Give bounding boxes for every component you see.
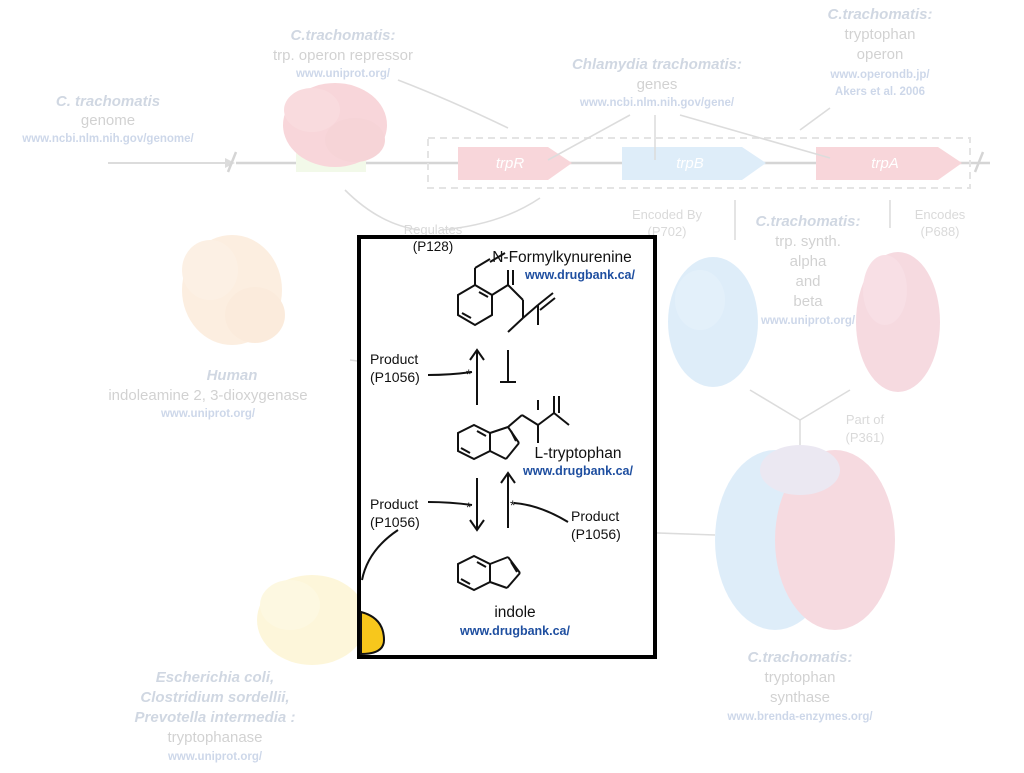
ct-synth-sub-l1: trp. synth. xyxy=(775,233,841,250)
ct-synth-sub-l2: alpha xyxy=(790,253,827,270)
gene-trpR[interactable]: trpR xyxy=(458,147,572,180)
gene-trpA-label: trpA xyxy=(871,155,899,172)
nfk-link[interactable]: www.drugbank.ca/ xyxy=(524,268,636,282)
ct-synthase-title: C.trachomatis: xyxy=(747,649,852,666)
ct-operon-title: C.trachomatis: xyxy=(827,6,932,23)
ct-synth-sub-l4: beta xyxy=(793,293,823,310)
p3-label: Product xyxy=(571,508,619,524)
trp-name: L-tryptophan xyxy=(534,445,621,462)
chl-genes-title: Chlamydia trachomatis: xyxy=(572,56,742,73)
trp-structure xyxy=(457,396,570,461)
synth-subunit-blobs xyxy=(668,252,940,392)
tryptophanase-edge xyxy=(361,529,399,581)
ct-repressor-sub: trp. operon repressor xyxy=(273,47,413,64)
human-sub: indoleamine 2, 3-dioxygenase xyxy=(108,387,307,404)
background-network: trpR trpB trpA C. trachomatis xyxy=(21,6,990,763)
ct-operon-ref[interactable]: Akers et al. 2006 xyxy=(835,86,925,98)
ecoli-l2: Clostridium sordellii, xyxy=(140,689,289,706)
p1-label: Product xyxy=(370,351,418,367)
ct-synthase-link[interactable]: www.brenda-enzymes.org/ xyxy=(726,711,873,723)
encoded-by-label: Encoded By xyxy=(632,207,703,222)
ct-operon-sub2: operon xyxy=(857,46,904,63)
part-of-id: (P361) xyxy=(845,430,884,445)
gene-trpB[interactable]: trpB xyxy=(622,147,766,180)
ct-synthase-sub1: tryptophan xyxy=(765,669,836,686)
human-title: Human xyxy=(207,367,258,384)
gene-trpB-label: trpB xyxy=(676,155,704,172)
tryptophanase-blob xyxy=(257,575,367,665)
genome-line xyxy=(108,137,990,189)
encodes-id: (P688) xyxy=(920,224,959,239)
catalysis-mark-2: * xyxy=(466,499,472,515)
human-link[interactable]: www.uniprot.org/ xyxy=(160,408,256,420)
gene-trpA[interactable]: trpA xyxy=(816,147,962,180)
catalysis-mark-3: * xyxy=(510,497,516,513)
chl-genes-sub: genes xyxy=(637,76,678,93)
ecoli-link[interactable]: www.uniprot.org/ xyxy=(167,751,263,763)
regulates-id: (P128) xyxy=(413,239,454,254)
ct-genome-link[interactable]: www.ncbi.nlm.nih.gov/genome/ xyxy=(21,133,194,145)
chl-genes-link[interactable]: www.ncbi.nlm.nih.gov/gene/ xyxy=(579,97,735,109)
ct-operon-link[interactable]: www.operondb.jp/ xyxy=(829,69,930,81)
ct-synth-sub-title: C.trachomatis: xyxy=(755,213,860,230)
ct-repressor-link[interactable]: www.uniprot.org/ xyxy=(295,68,391,80)
regulates-label: Regulates xyxy=(404,222,463,237)
ecoli-l1: Escherichia coli, xyxy=(156,669,274,686)
gene-trpR-label: trpR xyxy=(496,155,525,172)
background-edges xyxy=(344,79,891,536)
nfk-name: N-Formylkynurenine xyxy=(492,249,632,266)
ecoli-l3: Prevotella intermedia : xyxy=(135,709,296,726)
ct-synth-sub-link[interactable]: www.uniprot.org/ xyxy=(760,315,856,327)
synthase-complex-blob xyxy=(715,445,895,630)
focus-panel: (P128) N-Formylkynurenine www.drugbank.c… xyxy=(357,235,657,659)
indole-link[interactable]: www.drugbank.ca/ xyxy=(459,624,571,638)
trp-indole-arrows xyxy=(427,471,569,532)
catalysis-mark-1: * xyxy=(466,366,472,382)
nfk-trp-arrows xyxy=(427,348,516,405)
p3-id: (P1056) xyxy=(571,526,621,542)
tryptophanase-enzyme-peek xyxy=(360,610,386,656)
ct-genome-sub: genome xyxy=(81,112,135,129)
trp-link[interactable]: www.drugbank.ca/ xyxy=(522,464,634,478)
indole-name: indole xyxy=(494,604,535,621)
p2-id: (P1056) xyxy=(370,514,420,530)
p2-label: Product xyxy=(370,496,418,512)
encoded-by-id: (P702) xyxy=(647,224,686,239)
encodes-label: Encodes xyxy=(915,207,966,222)
part-of-label: Part of xyxy=(846,412,885,427)
ct-genome-title: C. trachomatis xyxy=(56,93,160,110)
ct-synth-sub-l3: and xyxy=(795,273,820,290)
ct-synthase-sub2: synthase xyxy=(770,689,830,706)
indole-structure xyxy=(457,554,521,592)
nfk-structure xyxy=(457,252,556,333)
ecoli-sub: tryptophanase xyxy=(167,729,262,746)
ct-repressor-title: C.trachomatis: xyxy=(290,27,395,44)
p1-id: (P1056) xyxy=(370,369,420,385)
ct-operon-sub1: tryptophan xyxy=(845,26,916,43)
human-enzyme-blob xyxy=(182,235,285,345)
repressor-protein xyxy=(283,83,387,172)
